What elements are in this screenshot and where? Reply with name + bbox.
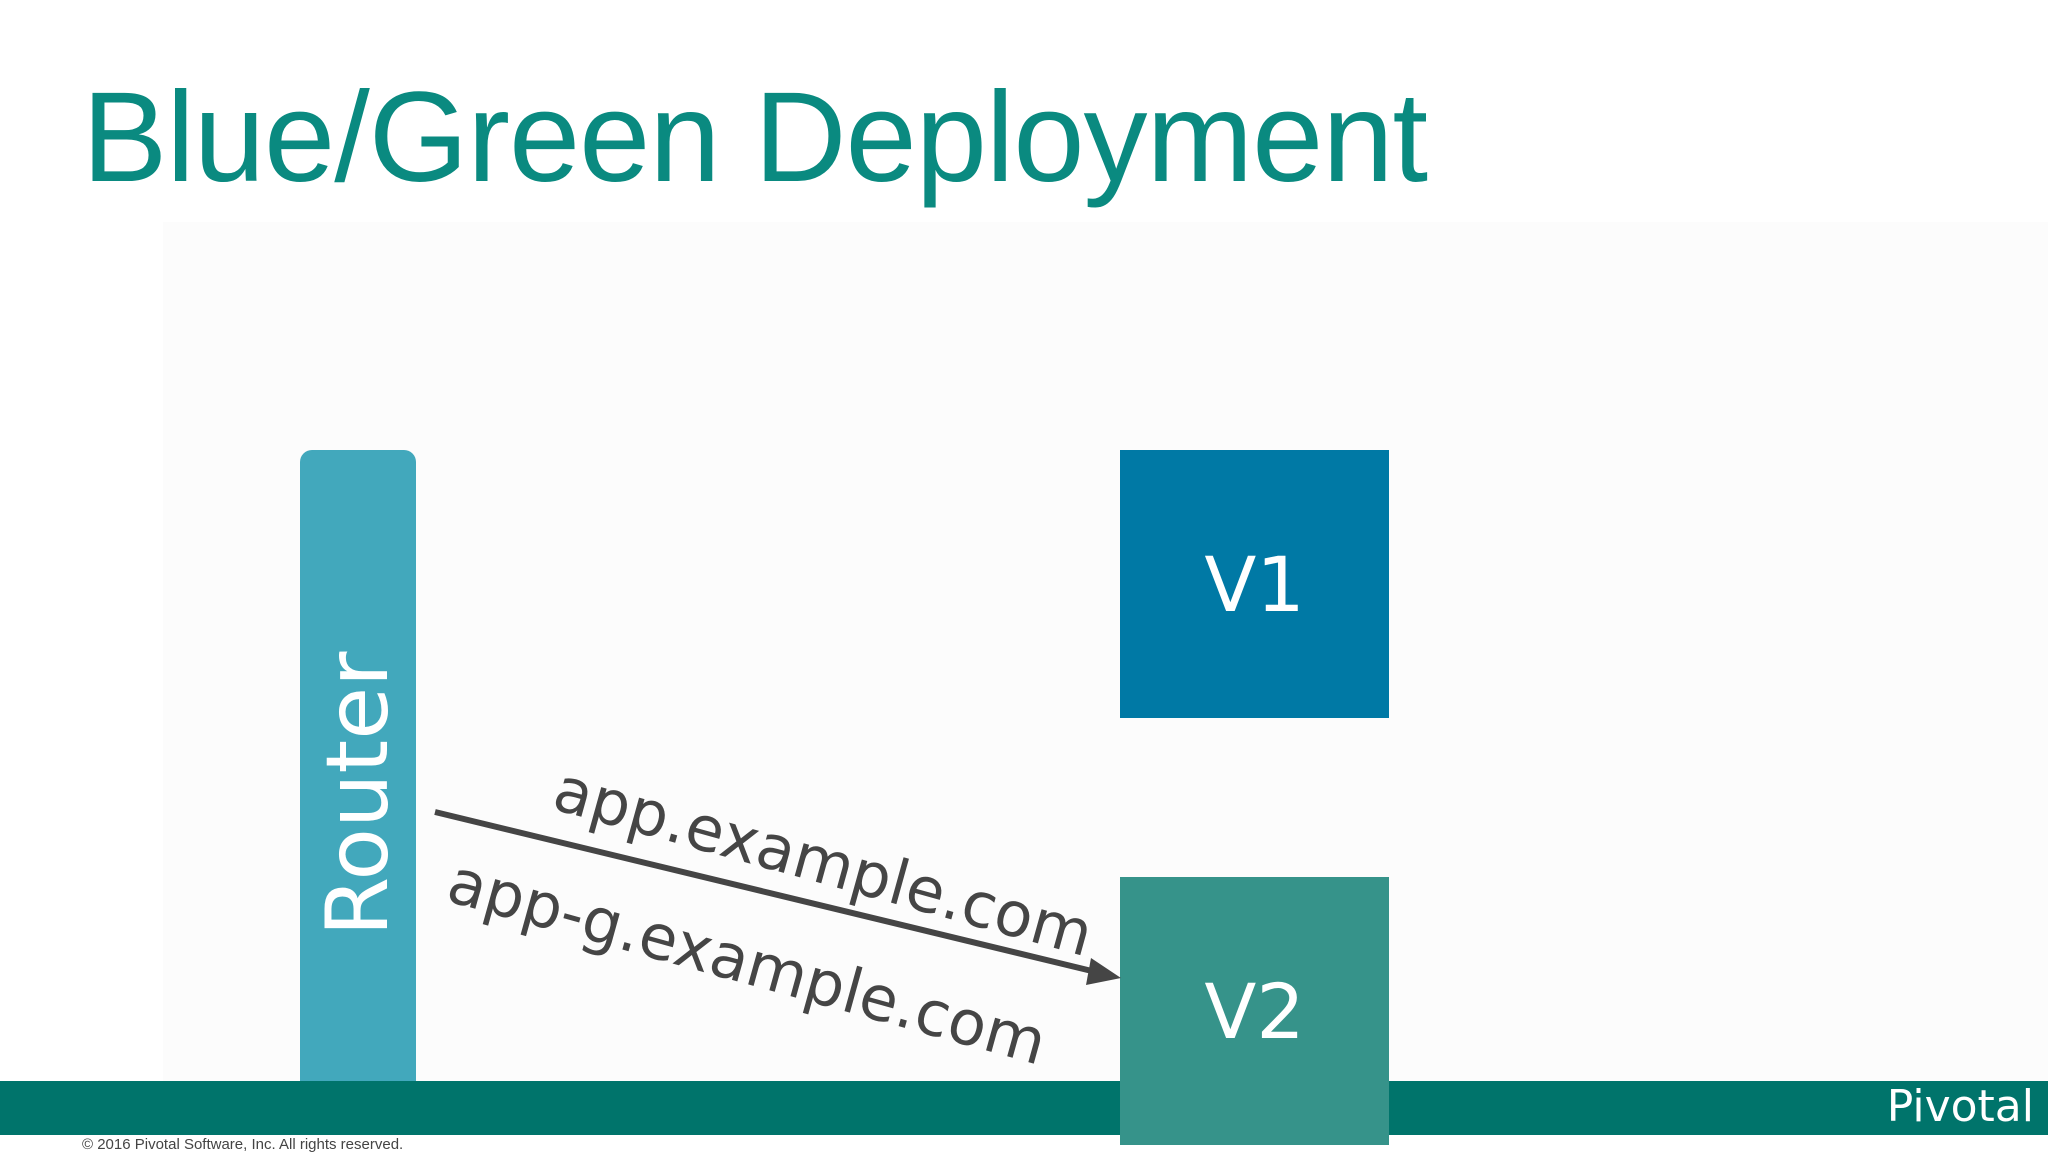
- router-label: Router: [308, 651, 408, 937]
- copyright-text: © 2016 Pivotal Software, Inc. All rights…: [82, 1136, 404, 1152]
- v1-box: V1: [1120, 450, 1389, 718]
- v2-label: V2: [1204, 966, 1305, 1056]
- slide-title: Blue/Green Deployment: [82, 66, 1428, 209]
- router-block: [300, 450, 416, 1136]
- footer-strip: [0, 1135, 2048, 1152]
- pivotal-logo: Pivotal: [1886, 1081, 2034, 1132]
- v2-box: V2: [1120, 877, 1389, 1145]
- v1-label: V1: [1204, 539, 1305, 629]
- content-panel: [163, 222, 2048, 1082]
- footer-bar: [0, 1081, 2048, 1135]
